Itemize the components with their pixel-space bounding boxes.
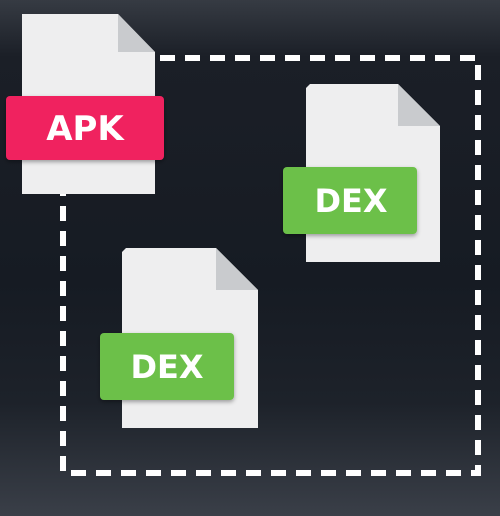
dex-bottom-file-fold — [216, 248, 258, 290]
apk-label: APK — [46, 109, 125, 149]
dex-file-icon: DEX — [283, 84, 440, 262]
dex-bottom-label-tab — [100, 333, 234, 400]
dex-top-label: DEX — [314, 182, 387, 220]
dex-file-icon: DEX — [100, 248, 258, 428]
dex-top-label-tab — [283, 167, 417, 234]
apk-label-tab — [6, 96, 164, 160]
apk-file-icon: APK — [6, 14, 164, 194]
apk-file-fold — [118, 14, 155, 52]
dex-bottom-label: DEX — [130, 348, 203, 386]
dashed-container — [60, 55, 481, 476]
dex-top-file-fold — [398, 84, 440, 126]
